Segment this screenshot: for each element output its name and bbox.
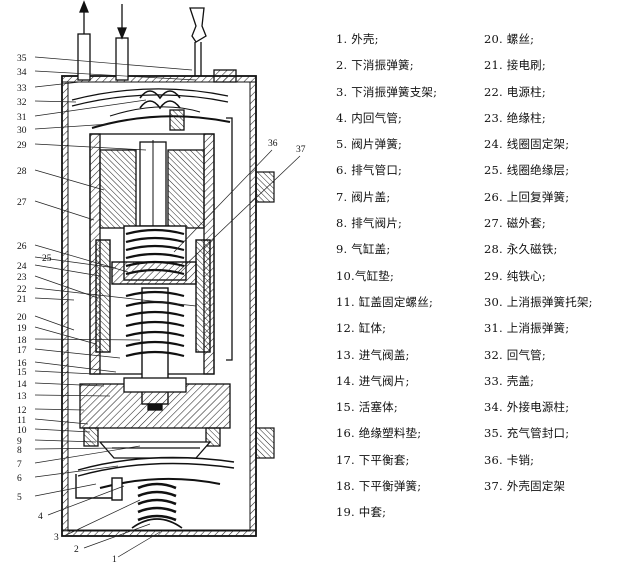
legend-item: 11. 缸盖固定螺丝; bbox=[336, 294, 434, 309]
legend-item: 15. 活塞体; bbox=[336, 400, 398, 415]
legend-item: 12. 缸体; bbox=[336, 321, 387, 336]
callout-number: 22 bbox=[17, 285, 27, 295]
callout-number: 25 bbox=[42, 254, 52, 264]
legend-item: 25. 线圈绝缘层; bbox=[484, 163, 570, 178]
upper-cap-and-spring bbox=[71, 88, 233, 361]
legend-item: 10.气缸垫; bbox=[336, 268, 395, 283]
callout-numbers: 1234567891011121314151617181920212223242… bbox=[17, 54, 306, 565]
legend-item: 6. 排气管口; bbox=[336, 163, 403, 178]
legend-item: 14. 进气阀片; bbox=[336, 373, 410, 388]
callout-number: 1 bbox=[112, 555, 117, 565]
callout-number: 14 bbox=[17, 380, 27, 390]
legend-item: 21. 接电刷; bbox=[484, 58, 546, 73]
callout-number: 16 bbox=[17, 359, 27, 369]
callout-number: 11 bbox=[17, 416, 26, 426]
callout-number: 35 bbox=[17, 54, 27, 64]
callout-number: 10 bbox=[17, 426, 27, 436]
legend-item: 13. 进气阀盖; bbox=[336, 347, 410, 362]
callout-number: 36 bbox=[268, 139, 278, 149]
compressor-cross-section-drawing: 1234567891011121314151617181920212223242… bbox=[17, 0, 306, 565]
callout-number: 21 bbox=[17, 295, 27, 305]
callout-number: 34 bbox=[17, 68, 27, 78]
legend-item: 19. 中套; bbox=[336, 505, 387, 520]
legend-item: 24. 线圈固定架; bbox=[484, 137, 570, 152]
parts-legend: 1. 外壳; 2. 下消振弹簧; 3. 下消振弹簧支架; 4. 内回气管; 5. 阀片弹… bbox=[336, 26, 621, 526]
legend-item: 33. 壳盖; bbox=[484, 373, 535, 388]
callout-number: 8 bbox=[17, 446, 22, 456]
callout-number: 37 bbox=[296, 145, 306, 155]
callout-number: 9 bbox=[17, 437, 22, 447]
shell-mounting-lugs bbox=[255, 171, 275, 459]
callout-number: 28 bbox=[17, 167, 27, 177]
legend-item: 18. 下平衡弹簧; bbox=[336, 479, 422, 494]
callout-number: 4 bbox=[38, 512, 43, 522]
legend-item: 3. 下消振弹簧支架; bbox=[336, 84, 438, 99]
callout-number: 7 bbox=[17, 460, 22, 470]
legend-item: 37. 外壳固定架 bbox=[484, 479, 566, 494]
callout-number: 23 bbox=[17, 273, 27, 283]
legend-item: 9. 气缸盖; bbox=[336, 242, 391, 257]
callout-number: 15 bbox=[17, 368, 27, 378]
legend-item: 17. 下平衡套; bbox=[336, 452, 410, 467]
callout-number: 30 bbox=[17, 126, 27, 136]
callout-number: 17 bbox=[17, 346, 27, 356]
legend-item: 29. 纯铁心; bbox=[484, 268, 546, 283]
legend-item: 27. 磁外套; bbox=[484, 216, 546, 231]
callout-number: 18 bbox=[17, 336, 27, 346]
legend-item: 8. 排气阀片; bbox=[336, 216, 403, 231]
legend-item: 34. 外接电源柱; bbox=[484, 400, 570, 415]
legend-item: 16. 绝缘塑料垫; bbox=[336, 426, 422, 441]
cylinder-block bbox=[79, 377, 231, 459]
legend-item: 23. 绝缘柱; bbox=[484, 110, 546, 125]
legend-item: 30. 上消振弹簧托架; bbox=[484, 294, 593, 309]
legend-item: 1. 外壳; bbox=[336, 32, 379, 46]
top-tubes bbox=[77, 0, 237, 83]
callout-number: 27 bbox=[17, 198, 27, 208]
callout-number: 3 bbox=[54, 533, 59, 543]
legend-item: 22. 电源柱; bbox=[484, 84, 546, 99]
callout-number: 33 bbox=[17, 84, 27, 94]
legend-item: 36. 卡销; bbox=[484, 452, 535, 467]
legend-item: 5. 阀片弹簧; bbox=[336, 137, 403, 152]
legend-item: 4. 内回气管; bbox=[336, 110, 403, 125]
coil-springs bbox=[95, 225, 211, 405]
callout-number: 6 bbox=[17, 474, 22, 484]
legend-item: 35. 充气管封口; bbox=[484, 426, 570, 441]
callout-number: 20 bbox=[17, 313, 27, 323]
callout-number: 24 bbox=[17, 262, 27, 272]
legend-item: 7. 阀片盖; bbox=[336, 189, 391, 204]
callout-number: 19 bbox=[17, 324, 27, 334]
callout-number: 29 bbox=[17, 141, 27, 151]
callout-number: 5 bbox=[17, 493, 22, 503]
callout-number: 13 bbox=[17, 392, 27, 402]
callout-number: 12 bbox=[17, 406, 27, 416]
legend-item: 28. 永久磁铁; bbox=[484, 242, 558, 257]
leader-lines bbox=[34, 56, 301, 558]
callout-number: 32 bbox=[17, 98, 27, 108]
callout-number: 31 bbox=[17, 113, 27, 123]
legend-item: 2. 下消振弹簧; bbox=[336, 58, 414, 73]
legend-item: 31. 上消振弹簧; bbox=[484, 321, 570, 336]
legend-item: 20. 螺丝; bbox=[484, 32, 535, 46]
callout-number: 26 bbox=[17, 242, 27, 252]
callout-number: 2 bbox=[74, 545, 79, 555]
legend-item: 32. 回气管; bbox=[484, 347, 546, 362]
legend-item: 26. 上回复弹簧; bbox=[484, 189, 570, 204]
